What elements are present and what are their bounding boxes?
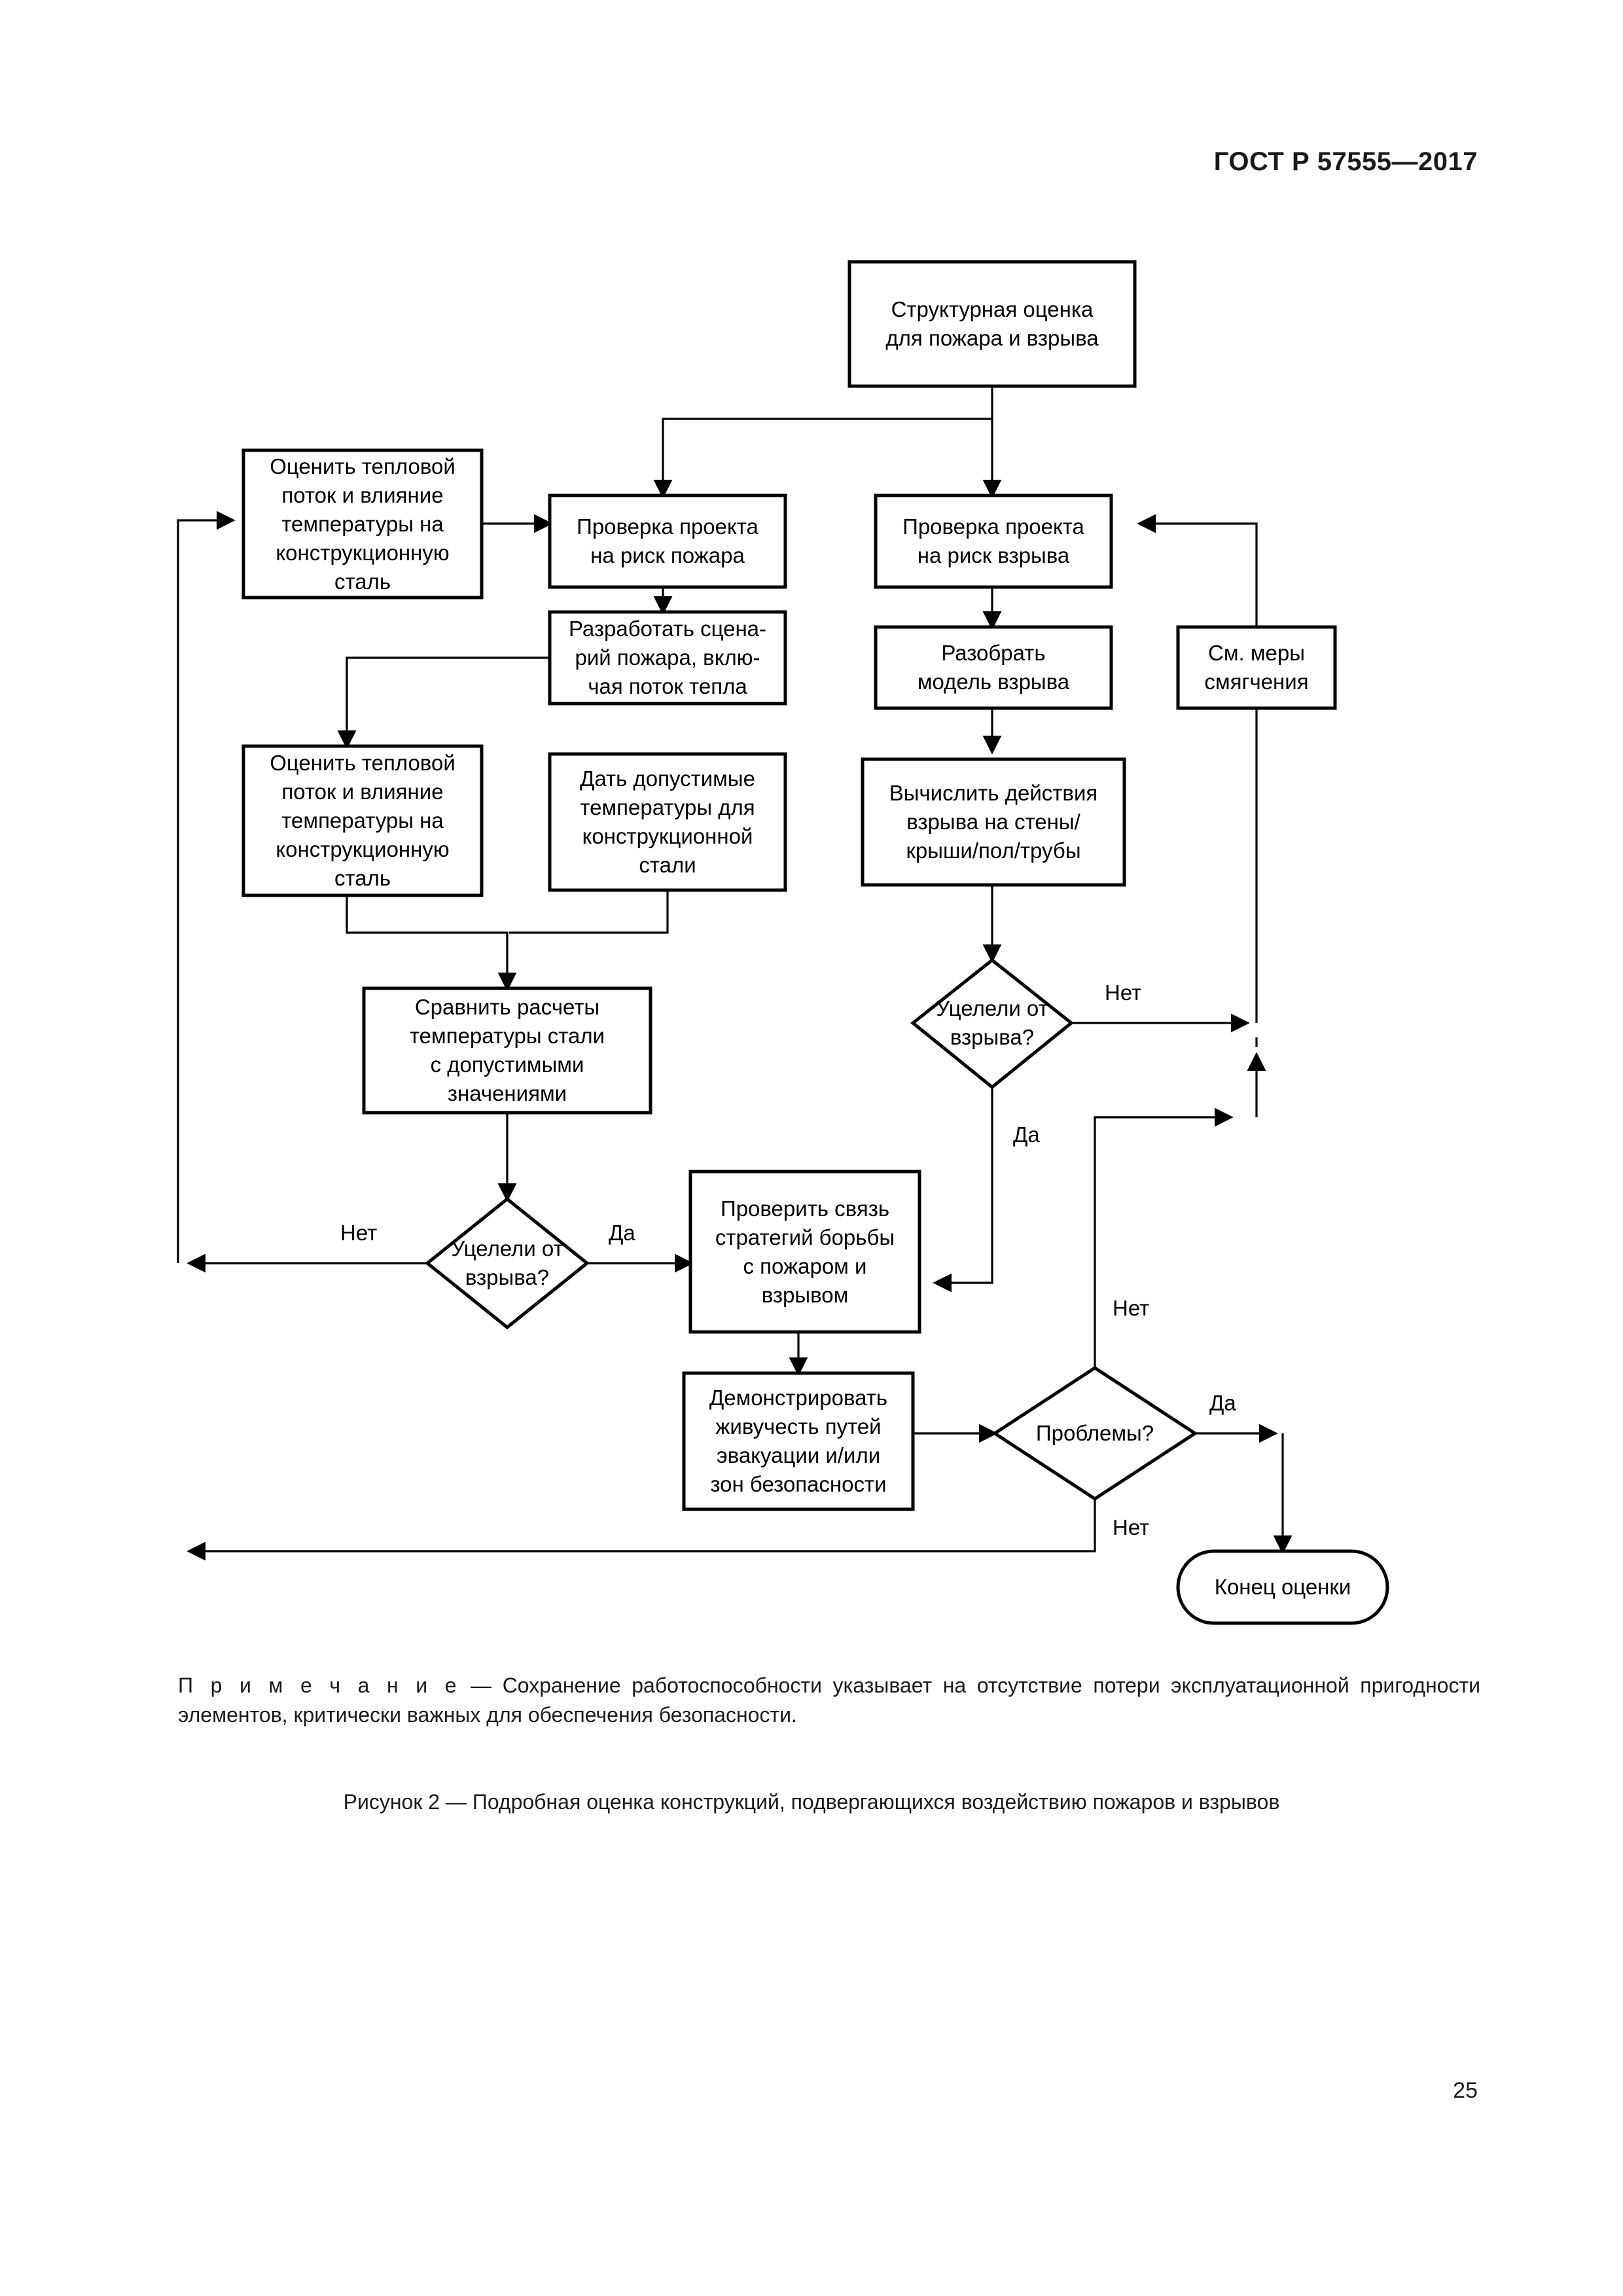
node-check-strategy-link: Проверить связь стратегий борьбы с пожар… xyxy=(688,1170,921,1334)
figure-caption: Рисунок 2 — Подробная оценка конструкций… xyxy=(343,1790,1280,1814)
edge-label-problems-yes: Да xyxy=(1209,1391,1236,1415)
node-survive-blast-left-label: Уцелели от взрыва? xyxy=(451,1236,563,1289)
edge-label-left-yes: Да xyxy=(609,1221,635,1245)
node-allowable-temperatures-label: Дать допустимые температуры для конструк… xyxy=(580,766,755,877)
figure-2-flowchart: Структурная оценка для пожара и взрыва О… xyxy=(177,260,1389,1625)
node-assess-heat-1: Оценить тепловой поток и влияние темпера… xyxy=(241,448,484,600)
node-check-fire-risk-label: Проверка проекта на риск пожара xyxy=(577,514,758,567)
node-start-label: Структурная оценка для пожара и взрыва xyxy=(885,297,1099,350)
flowchart-connectors xyxy=(177,386,1293,1561)
note-block: П р и м е ч а н и е — Сохранение работос… xyxy=(178,1671,1480,1730)
node-survive-blast-left: Уцелели от взрыва? xyxy=(425,1196,590,1330)
node-develop-fire-scenario-label: Разработать сцена- рий пожара, вклю- чая… xyxy=(568,617,767,698)
node-assess-heat-1-label: Оценить тепловой поток и влияние темпера… xyxy=(270,454,455,594)
node-develop-fire-scenario: Разработать сцена- рий пожара, вклю- чая… xyxy=(548,610,787,706)
edge-label-problems-bottom-no: Нет xyxy=(1113,1515,1149,1539)
node-survive-blast-right: Уцелели от взрыва? xyxy=(910,958,1074,1090)
node-mitigation-measures-label: См. меры смягчения xyxy=(1204,641,1309,694)
node-check-explosion-risk-label: Проверка проекта на риск взрыва xyxy=(902,514,1084,567)
node-problems-decision-label: Проблемы? xyxy=(1035,1421,1154,1445)
note-dash: — xyxy=(459,1674,503,1697)
edge-label-right-no: Нет xyxy=(1105,980,1141,1005)
edge-label-left-no: Нет xyxy=(340,1221,377,1245)
node-compute-blast-actions-label: Вычислить действия взрыва на стены/ крыш… xyxy=(889,781,1098,863)
note-lead-label: П р и м е ч а н и е xyxy=(178,1674,460,1697)
node-check-explosion-risk: Проверка проекта на риск взрыва xyxy=(874,493,1113,589)
node-assess-heat-2: Оценить тепловой поток и влияние темпера… xyxy=(241,744,484,897)
node-compare-calculations-label: Сравнить расчеты температуры стали с доп… xyxy=(409,995,605,1105)
node-survive-blast-right-label: Уцелели от взрыва? xyxy=(936,996,1048,1049)
node-allowable-temperatures: Дать допустимые температуры для конструк… xyxy=(548,752,787,892)
node-start: Структурная оценка для пожара и взрыва xyxy=(847,260,1137,388)
node-problems-decision: Проблемы? xyxy=(991,1366,1198,1501)
node-check-strategy-link-label: Проверить связь стратегий борьбы с пожар… xyxy=(715,1196,895,1307)
node-check-fire-risk: Проверка проекта на риск пожара xyxy=(548,493,787,589)
edge-label-problems-top-no: Нет xyxy=(1113,1296,1149,1320)
node-compute-blast-actions: Вычислить действия взрыва на стены/ крыш… xyxy=(861,757,1126,887)
node-demonstrate-resilience-label: Демонстрировать живучесть путей эвакуаци… xyxy=(709,1386,888,1496)
node-assess-heat-2-label: Оценить тепловой поток и влияние темпера… xyxy=(270,751,455,890)
page-number: 25 xyxy=(1453,2078,1478,2103)
note-text: Сохранение работоспособности указывает н… xyxy=(178,1674,1481,1727)
node-parse-explosion-model-label: Разобрать модель взрыва xyxy=(917,641,1070,694)
node-compare-calculations: Сравнить расчеты температуры стали с доп… xyxy=(362,986,652,1115)
node-demonstrate-resilience: Демонстрировать живучесть путей эвакуаци… xyxy=(682,1371,915,1511)
node-end-of-assessment-label: Конец оценки xyxy=(1214,1575,1351,1599)
node-end-of-assessment: Конец оценки xyxy=(1176,1549,1389,1625)
standard-number-header: ГОСТ Р 57555—2017 xyxy=(1213,147,1478,176)
edge-label-right-yes: Да xyxy=(1013,1122,1040,1147)
node-parse-explosion-model: Разобрать модель взрыва xyxy=(874,625,1113,710)
node-mitigation-measures: См. меры смягчения xyxy=(1176,625,1337,710)
